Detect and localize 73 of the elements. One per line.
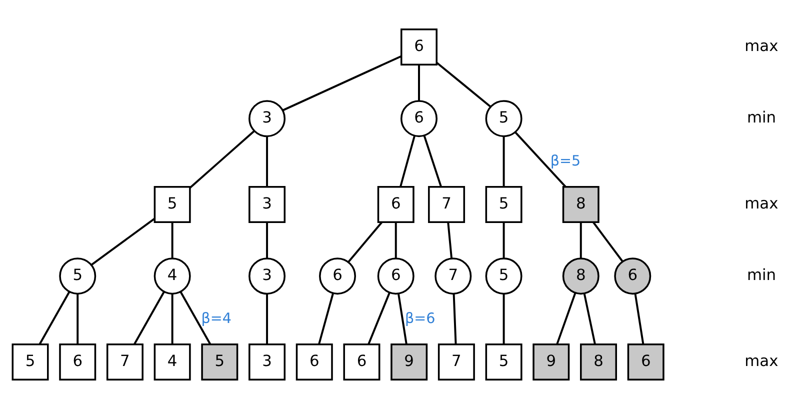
node-box: 3 <box>248 342 286 380</box>
node-box: 5 <box>12 342 49 380</box>
connector <box>134 290 165 344</box>
edge-label: β=5 <box>550 152 581 169</box>
node-circle: 6 <box>400 100 438 137</box>
node-circle: 4 <box>154 257 191 294</box>
node-box: 4 <box>154 342 191 380</box>
node-box: 9 <box>532 342 570 380</box>
connector <box>266 136 268 186</box>
connector <box>418 64 420 100</box>
connector <box>583 293 596 344</box>
node-box: 7 <box>438 342 475 380</box>
node-box: 6 <box>627 342 664 380</box>
connector <box>38 290 70 344</box>
node-box: 5 <box>201 342 238 380</box>
connector <box>423 134 442 187</box>
node-circle: 3 <box>248 100 286 137</box>
node-circle: 6 <box>614 257 652 294</box>
connector <box>180 290 212 344</box>
connector <box>447 222 453 258</box>
connector <box>452 293 457 344</box>
connector <box>398 293 408 344</box>
label: max <box>744 352 778 370</box>
node-circle: 7 <box>434 257 472 294</box>
node-circle: 5 <box>485 100 522 137</box>
node-circle: 6 <box>377 257 414 294</box>
connector <box>318 292 334 344</box>
node-box: 7 <box>428 186 466 222</box>
node-box: 8 <box>562 186 600 222</box>
connector <box>266 293 268 344</box>
connector <box>266 222 268 258</box>
connector <box>171 293 174 344</box>
connector <box>348 221 382 262</box>
node-circle: 3 <box>248 257 286 294</box>
label: max <box>744 36 778 55</box>
node-circle: 5 <box>485 257 522 294</box>
connector <box>394 222 397 258</box>
connector <box>634 293 644 344</box>
node-box: 5 <box>154 186 191 222</box>
node-box: 6 <box>296 342 333 380</box>
connector <box>90 217 156 266</box>
connector <box>400 135 416 186</box>
connector <box>171 222 174 258</box>
connector <box>189 130 255 188</box>
node-box: 5 <box>485 186 522 222</box>
node-box: 9 <box>390 342 428 380</box>
connector <box>436 62 491 107</box>
edge-label: β=6 <box>404 310 436 326</box>
connector <box>514 131 566 187</box>
connector <box>368 292 390 344</box>
node-box: 6 <box>377 186 414 222</box>
connector <box>556 292 576 344</box>
connector <box>502 293 505 344</box>
node-circle: 8 <box>562 257 600 294</box>
connector <box>282 54 402 111</box>
connector <box>580 222 582 258</box>
node-circle: 5 <box>59 257 96 294</box>
node-box: 5 <box>485 342 522 380</box>
node-box: 6 <box>400 28 438 66</box>
label: min <box>746 266 776 284</box>
connector <box>592 221 624 262</box>
node-box: 3 <box>248 186 286 222</box>
edge-label: β=4 <box>201 310 232 326</box>
node-circle: 6 <box>319 257 356 294</box>
node-box: 7 <box>106 342 144 380</box>
connector <box>502 136 505 186</box>
connector <box>502 222 505 258</box>
label: max <box>744 194 778 212</box>
node-box: 6 <box>59 342 96 380</box>
node-box: 6 <box>343 342 380 380</box>
label: min <box>746 108 776 126</box>
connector <box>76 293 79 344</box>
node-box: 8 <box>580 342 617 380</box>
